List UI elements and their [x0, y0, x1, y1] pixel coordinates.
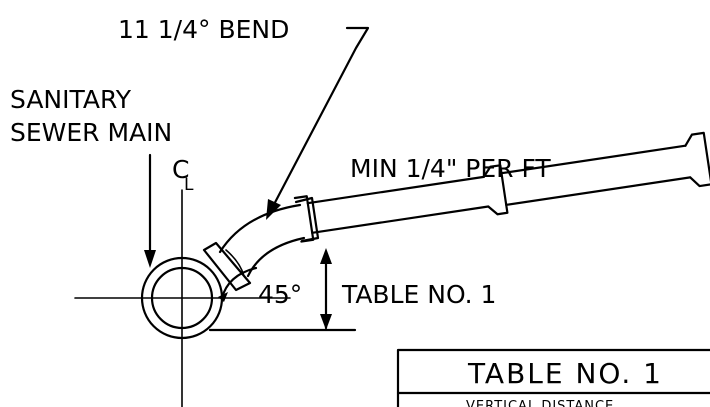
- sewer-main-leader: [144, 153, 156, 268]
- bend-leader-arrowhead: [266, 199, 281, 220]
- sewer-main-label-line1: SANITARY: [10, 85, 132, 114]
- main-leader-arrowhead: [144, 250, 156, 268]
- table-no-1: TABLE NO. 1 VERTICAL DISTANCE: [396, 348, 710, 407]
- lateral-end-bell: [684, 131, 710, 188]
- centerline-symbol-c: C: [172, 155, 189, 184]
- dimension-arrow-top: [320, 248, 332, 264]
- bend-label: 11 1/4° BEND: [118, 15, 289, 44]
- vertical-dimension: [208, 248, 357, 332]
- centerline-symbol-l: L: [184, 175, 194, 195]
- table-header: VERTICAL DISTANCE: [466, 399, 614, 407]
- bend-fitting: [202, 196, 320, 292]
- lateral-coupling-bell: [482, 164, 509, 216]
- dimension-arrow-bottom: [320, 314, 332, 330]
- lateral-pipe-segment-1: [306, 175, 490, 234]
- bend-bell-end: [294, 196, 320, 243]
- angle-label: 45°: [258, 280, 302, 309]
- bend-inner-curve: [246, 236, 306, 278]
- bend-outer-curve: [218, 203, 302, 254]
- bend-leader: [266, 26, 370, 220]
- table-border: [396, 348, 710, 407]
- bend-spigot-end: [202, 241, 252, 292]
- table-title: TABLE NO. 1: [467, 357, 663, 390]
- vertical-reference-label: TABLE NO. 1: [341, 280, 496, 309]
- lateral-pipe-assembly: [293, 131, 710, 243]
- angle-45-arc: [220, 266, 258, 300]
- angle-arrowhead: [218, 292, 228, 302]
- sewer-main-label-line2: SEWER MAIN: [10, 118, 172, 147]
- bend-leader-line: [268, 26, 370, 214]
- lateral-pipe-segment-2: [500, 144, 692, 206]
- slope-label: MIN 1/4" PER FT: [350, 154, 551, 183]
